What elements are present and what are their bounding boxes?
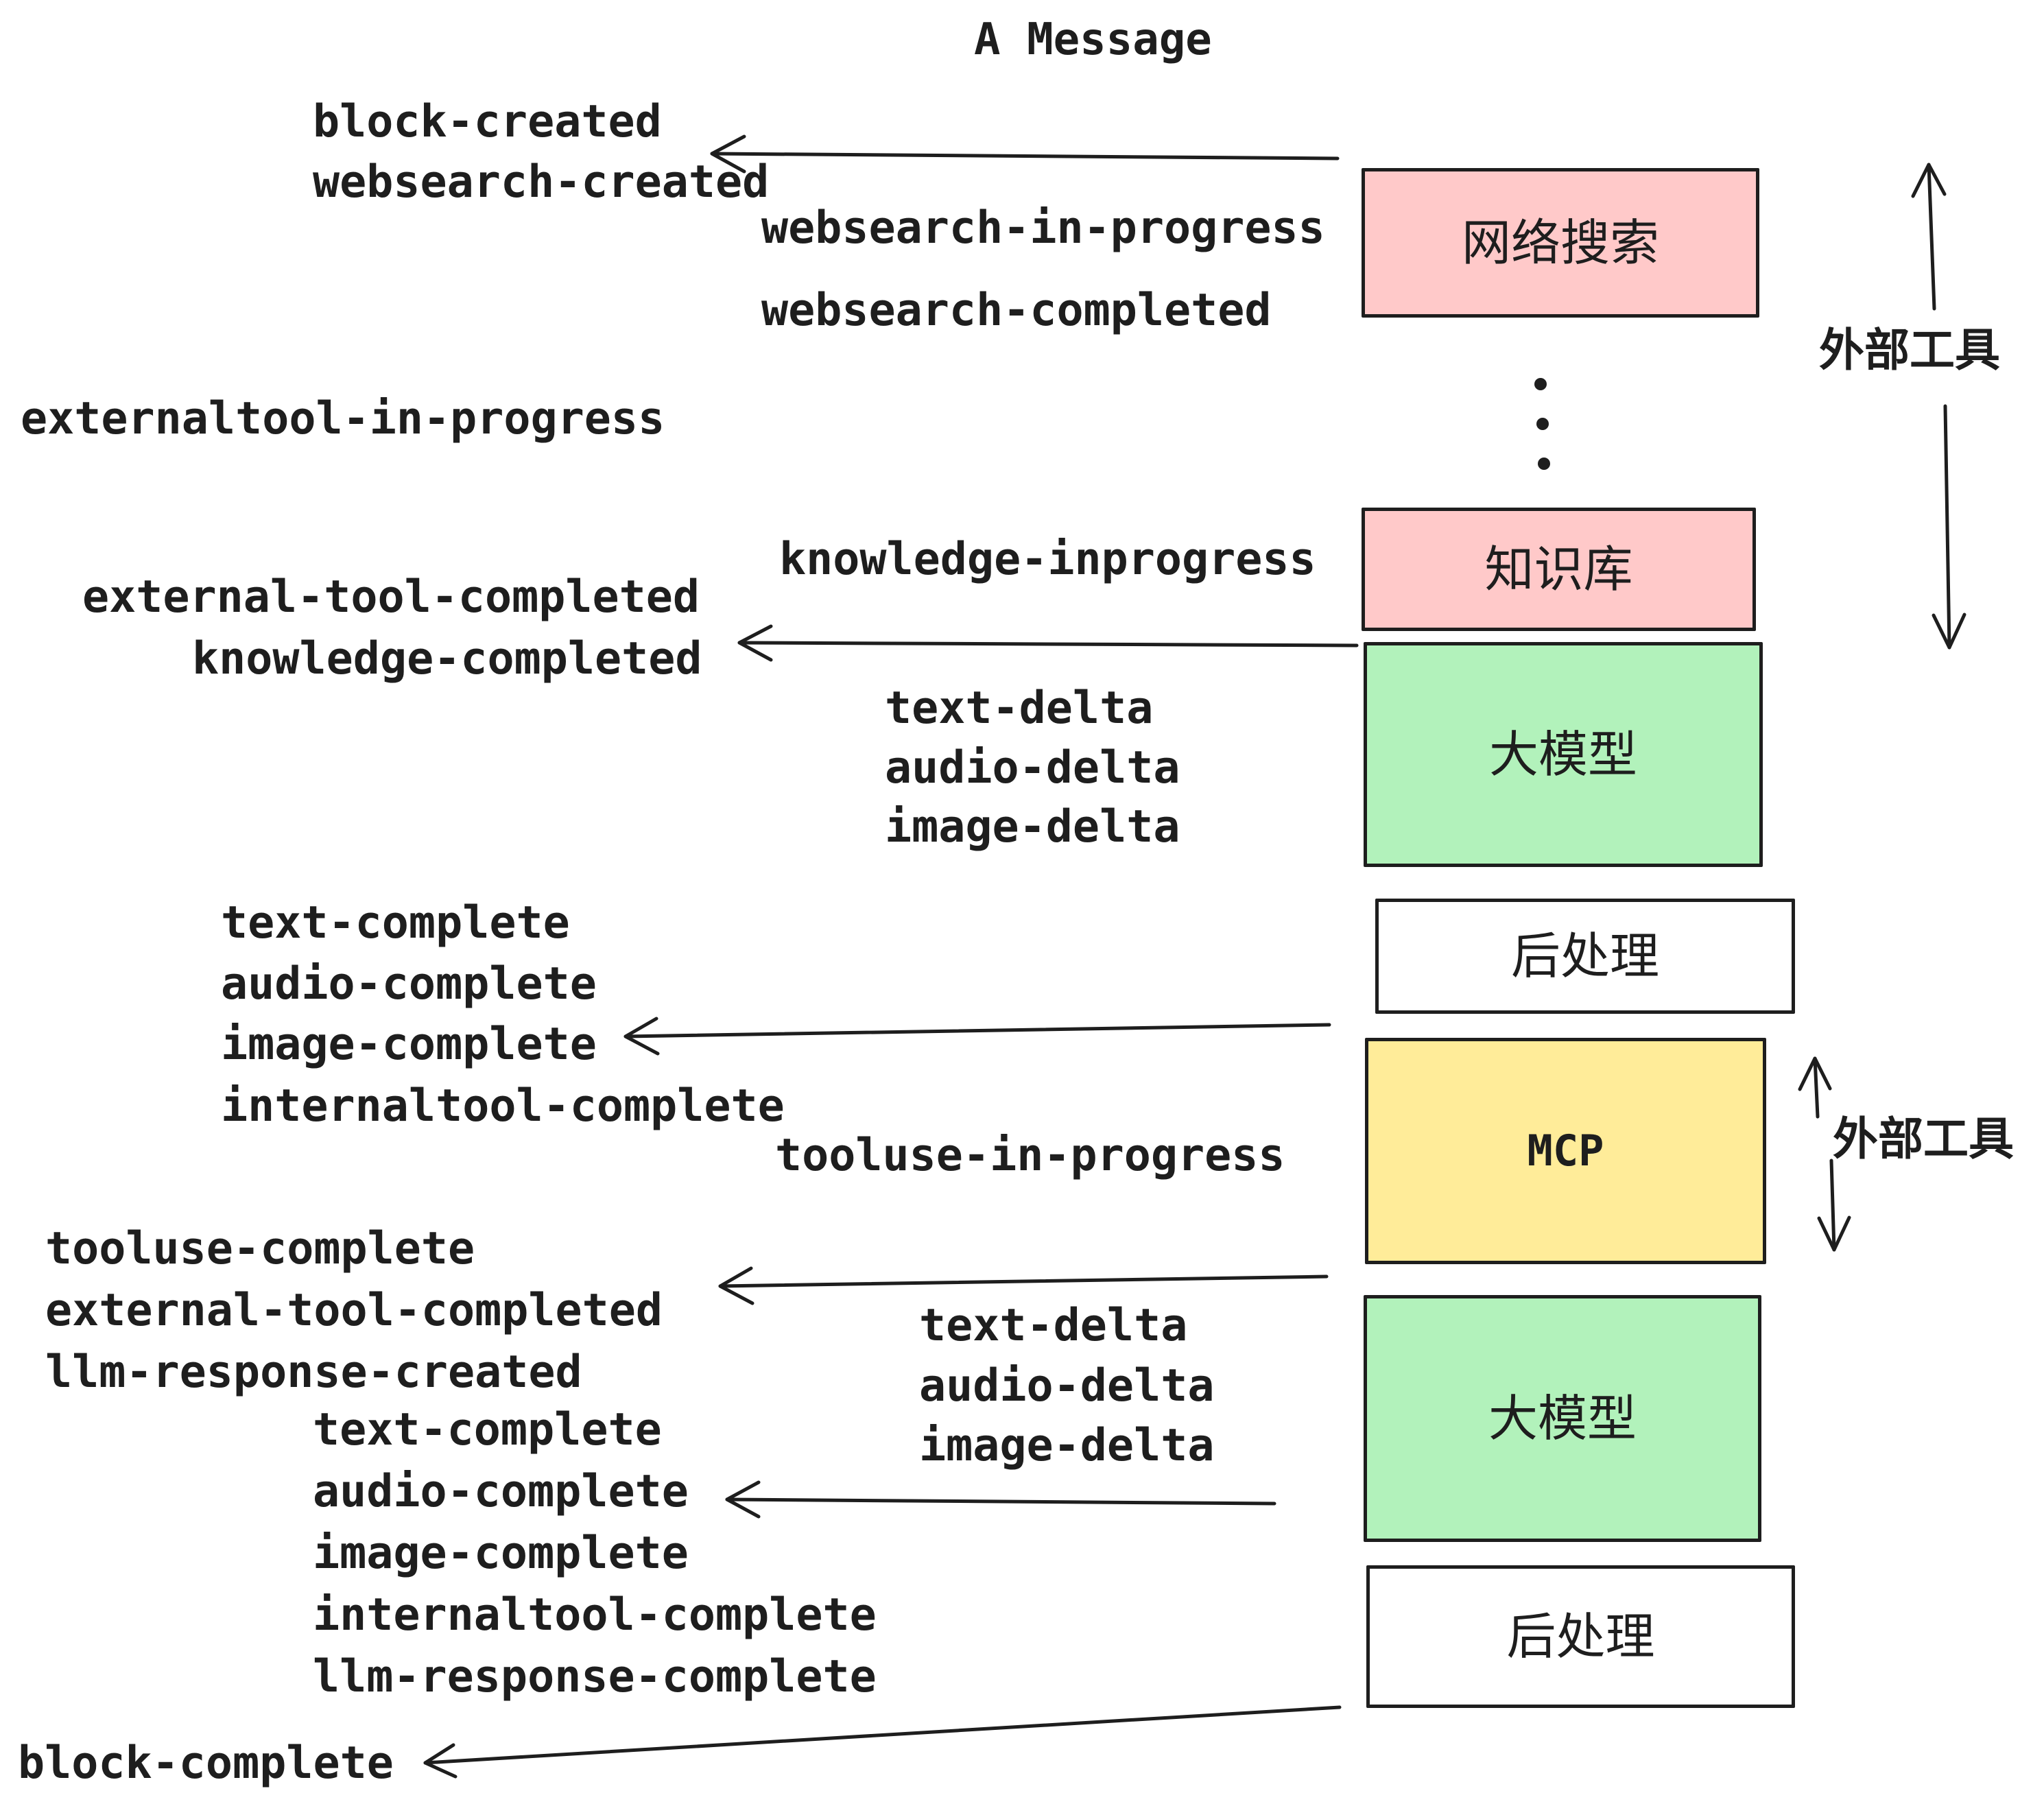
box-knowledge: 知识库 — [1362, 508, 1756, 631]
event-websearch-in-progress: websearch-in-progress — [761, 202, 1325, 254]
box-websearch-label: 网络搜索 — [1461, 214, 1659, 272]
box-llm-2-label: 大模型 — [1488, 1390, 1637, 1447]
box-postprocess-1: 后处理 — [1375, 899, 1795, 1014]
box-websearch: 网络搜索 — [1362, 168, 1759, 318]
box-llm-2: 大模型 — [1364, 1295, 1761, 1542]
external-tools-label-top: 外部工具 — [1819, 324, 2000, 377]
arrow-to-knowledge-completed — [737, 624, 1359, 662]
box-mcp: MCP — [1365, 1038, 1766, 1264]
event-externaltool-in-progress: externaltool-in-progress — [21, 393, 665, 444]
arrow-to-block-complete — [423, 1705, 1342, 1779]
box-llm-1: 大模型 — [1364, 642, 1763, 867]
box-knowledge-label: 知识库 — [1484, 541, 1633, 598]
event-block-complete: block-complete — [18, 1737, 394, 1789]
event-image-complete-2: image-complete — [313, 1528, 689, 1579]
event-text-complete-2: text-complete — [313, 1404, 662, 1456]
event-external-tool-completed-1: external-tool-completed — [82, 571, 700, 623]
event-audio-complete-1: audio-complete — [221, 958, 597, 1010]
external-tools-top-down-arrow — [1932, 404, 1966, 650]
external-tools-mid-down-arrow — [1817, 1159, 1851, 1252]
event-image-delta-1: image-delta — [885, 801, 1180, 853]
event-audio-complete-2: audio-complete — [313, 1466, 689, 1517]
event-knowledge-completed: knowledge-completed — [192, 633, 702, 685]
external-tools-mid-up-arrow — [1798, 1056, 1832, 1119]
event-text-delta-2: text-delta — [919, 1300, 1188, 1351]
event-knowledge-inprogress: knowledge-inprogress — [779, 534, 1316, 585]
event-image-delta-2: image-delta — [919, 1420, 1215, 1471]
diagram-title: A Message — [974, 14, 1212, 65]
ellipsis-dot-2 — [1536, 418, 1549, 430]
external-tools-top-up-arrow — [1911, 163, 1947, 311]
event-block-created: block-created — [313, 96, 662, 147]
event-text-delta-1: text-delta — [885, 683, 1154, 734]
box-mcp-label: MCP — [1527, 1126, 1604, 1176]
ellipsis-dot-3 — [1538, 458, 1550, 470]
event-websearch-created: websearch-created — [313, 156, 770, 208]
event-internaltool-complete-2: internaltool-complete — [313, 1589, 877, 1641]
arrow-to-websearch-created — [710, 134, 1340, 174]
box-llm-1-label: 大模型 — [1488, 726, 1637, 783]
event-audio-delta-2: audio-delta — [919, 1360, 1215, 1412]
box-postprocess-1-label: 后处理 — [1510, 927, 1659, 985]
box-postprocess-2-label: 后处理 — [1506, 1608, 1655, 1665]
event-external-tool-completed-2: external-tool-completed — [45, 1285, 663, 1336]
event-llm-response-complete: llm-response-complete — [313, 1651, 877, 1702]
event-llm-response-created: llm-response-created — [45, 1346, 582, 1398]
box-postprocess-2: 后处理 — [1366, 1565, 1795, 1708]
external-tools-label-mid: 外部工具 — [1833, 1113, 2014, 1165]
event-image-complete-1: image-complete — [221, 1019, 597, 1070]
arrow-to-image-complete — [623, 1017, 1331, 1056]
event-text-complete-1: text-complete — [221, 897, 570, 949]
event-internaltool-complete-1: internaltool-complete — [221, 1080, 785, 1132]
event-websearch-completed: websearch-completed — [761, 285, 1272, 336]
ellipsis-dot-1 — [1534, 378, 1547, 390]
arrow-to-tooluse-complete — [718, 1266, 1329, 1305]
arrow-to-audio-complete-2 — [725, 1480, 1276, 1519]
event-tooluse-complete: tooluse-complete — [45, 1223, 475, 1274]
event-tooluse-in-progress: tooluse-in-progress — [775, 1130, 1285, 1181]
event-audio-delta-1: audio-delta — [885, 742, 1180, 794]
